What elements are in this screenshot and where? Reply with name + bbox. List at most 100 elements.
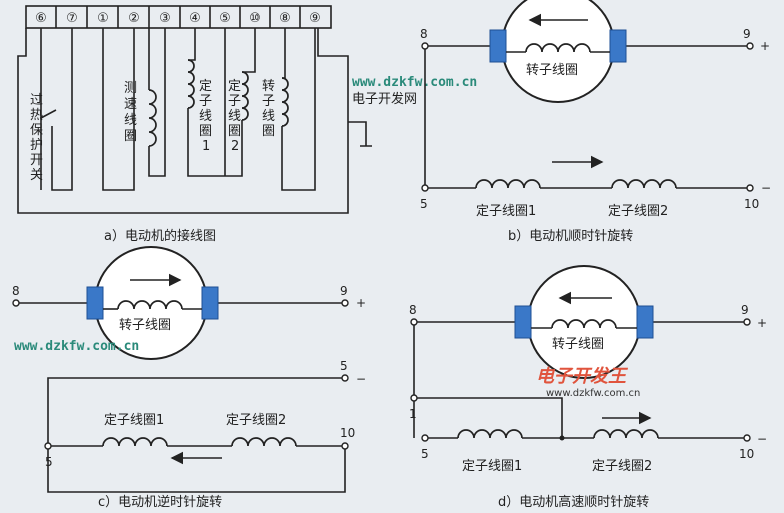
- rotor-label-d: 转子线圈: [552, 337, 604, 352]
- stator2-label-d: 定子线圈2: [592, 459, 652, 474]
- svg-text:圈: 圈: [228, 124, 241, 139]
- stator-coil-2: [241, 71, 249, 121]
- brush-left-b: [489, 29, 507, 63]
- svg-text:护: 护: [30, 138, 43, 153]
- brush-right-b: [609, 29, 627, 63]
- terminal-4: ④: [189, 11, 201, 26]
- stator1-label-c: 定子线圈1: [104, 413, 164, 428]
- terminal-1: ①: [97, 11, 109, 26]
- label-8-b: 8: [420, 27, 428, 41]
- watermark-url-1: www.dzkfw.com.cn: [352, 75, 477, 90]
- svg-text:1: 1: [202, 139, 210, 154]
- svg-text:定: 定: [228, 79, 241, 94]
- stator-coil-2-b: [611, 179, 677, 189]
- terminal-5: ⑤: [219, 11, 231, 26]
- panel-a: ⑥ ⑦ ① ② ③ ④ ⑤ ⑩ ⑧ ⑨ 过 热: [17, 5, 372, 244]
- terminal-6: ⑥: [35, 11, 47, 26]
- svg-text:转: 转: [262, 79, 275, 94]
- svg-text:线: 线: [228, 109, 241, 124]
- brush-left-c: [86, 286, 104, 320]
- rotor-coil: [281, 77, 289, 127]
- svg-text:关: 关: [30, 168, 43, 183]
- rotor-coil-leads: [281, 28, 316, 191]
- terminal-5-b: [421, 184, 429, 192]
- speed-coil-label: 测 速 线 圈: [124, 81, 137, 144]
- plus-d: +: [757, 316, 767, 330]
- wire-5-c: [47, 377, 345, 446]
- stator-coil-1-b: [475, 179, 541, 189]
- svg-text:测: 测: [124, 81, 137, 96]
- label-5-b: 5: [420, 197, 428, 211]
- svg-text:线: 线: [262, 109, 275, 124]
- panel-c: 转子线圈 8 9 + 5 − 5 10 定子线圈1 定子线圈2 c）电动机逆时针…: [12, 246, 366, 510]
- rotor-label: 转 子 线 圈: [262, 79, 275, 139]
- brush-right-c: [201, 286, 219, 320]
- ground-symbol: [348, 121, 372, 147]
- svg-text:线: 线: [199, 109, 212, 124]
- rotor-coil-d: [551, 319, 617, 329]
- label-9-b: 9: [743, 27, 751, 41]
- label-5-d: 5: [421, 447, 429, 461]
- label-1-d: 1: [409, 407, 417, 421]
- label-8-d: 8: [409, 303, 417, 317]
- terminal-10: ⑩: [249, 11, 261, 26]
- terminal-1-d: [410, 394, 418, 402]
- stator1-label: 定 子 线 圈 1: [199, 79, 212, 154]
- terminal-3: ③: [159, 11, 171, 26]
- stator-coil-1-d: [457, 429, 523, 439]
- minus-b: −: [761, 181, 771, 195]
- plus-b: +: [760, 39, 770, 53]
- terminal-8: ⑧: [279, 11, 291, 26]
- svg-text:圈: 圈: [124, 129, 137, 144]
- terminal-5-d: [421, 434, 429, 442]
- label-10-d: 10: [739, 447, 754, 461]
- stator-coil-2-leads: [224, 28, 256, 177]
- stator1-label-b: 定子线圈1: [476, 204, 536, 219]
- stator-coil-1-leads: [187, 28, 225, 177]
- watermark-url-2: www.dzkfw.com.cn: [14, 339, 139, 354]
- terminal-10-c: [341, 442, 349, 450]
- brush-right-d: [636, 305, 654, 339]
- terminal-5b-c: [44, 442, 52, 450]
- plus-c: +: [356, 296, 366, 310]
- svg-text:圈: 圈: [262, 124, 275, 139]
- svg-text:定: 定: [199, 79, 212, 94]
- junction-d: [559, 435, 565, 441]
- wire-10-c: [47, 445, 346, 493]
- svg-text:2: 2: [231, 139, 239, 154]
- stator2-label: 定 子 线 圈 2: [228, 79, 241, 154]
- svg-text:速: 速: [124, 97, 137, 112]
- stator-coil-2-c: [231, 437, 297, 447]
- svg-text:开: 开: [30, 153, 43, 168]
- overheat-switch: [40, 28, 73, 191]
- rotor-label-c: 转子线圈: [119, 318, 171, 333]
- terminal-8-c: [12, 299, 20, 307]
- label-9-d: 9: [741, 303, 749, 317]
- stator-coil-1: [187, 59, 195, 109]
- terminal-9-d: [743, 318, 751, 326]
- terminal-8-d: [410, 318, 418, 326]
- terminal-strip: [25, 5, 332, 29]
- svg-text:热: 热: [30, 108, 43, 123]
- label-8-c: 8: [12, 284, 20, 298]
- label-10-c: 10: [340, 426, 355, 440]
- terminal-10-d: [743, 434, 751, 442]
- rotor-label-b: 转子线圈: [526, 63, 578, 78]
- brush-left-d: [514, 305, 532, 339]
- minus-d: −: [757, 432, 767, 446]
- svg-text:过: 过: [30, 93, 43, 108]
- svg-text:线: 线: [124, 113, 137, 128]
- terminal-5a-c: [341, 374, 349, 382]
- label-9-c: 9: [340, 284, 348, 298]
- stator-coil-2-d: [593, 429, 659, 439]
- watermark-logo-url: www.dzkfw.com.cn: [546, 388, 640, 399]
- wire-1-d: [414, 397, 563, 438]
- svg-text:保: 保: [30, 123, 43, 138]
- lead-1-2: [102, 28, 135, 191]
- motor-d: [527, 265, 641, 379]
- terminal-10-b: [746, 184, 754, 192]
- motor-housing: [17, 28, 349, 214]
- svg-text:子: 子: [228, 94, 241, 109]
